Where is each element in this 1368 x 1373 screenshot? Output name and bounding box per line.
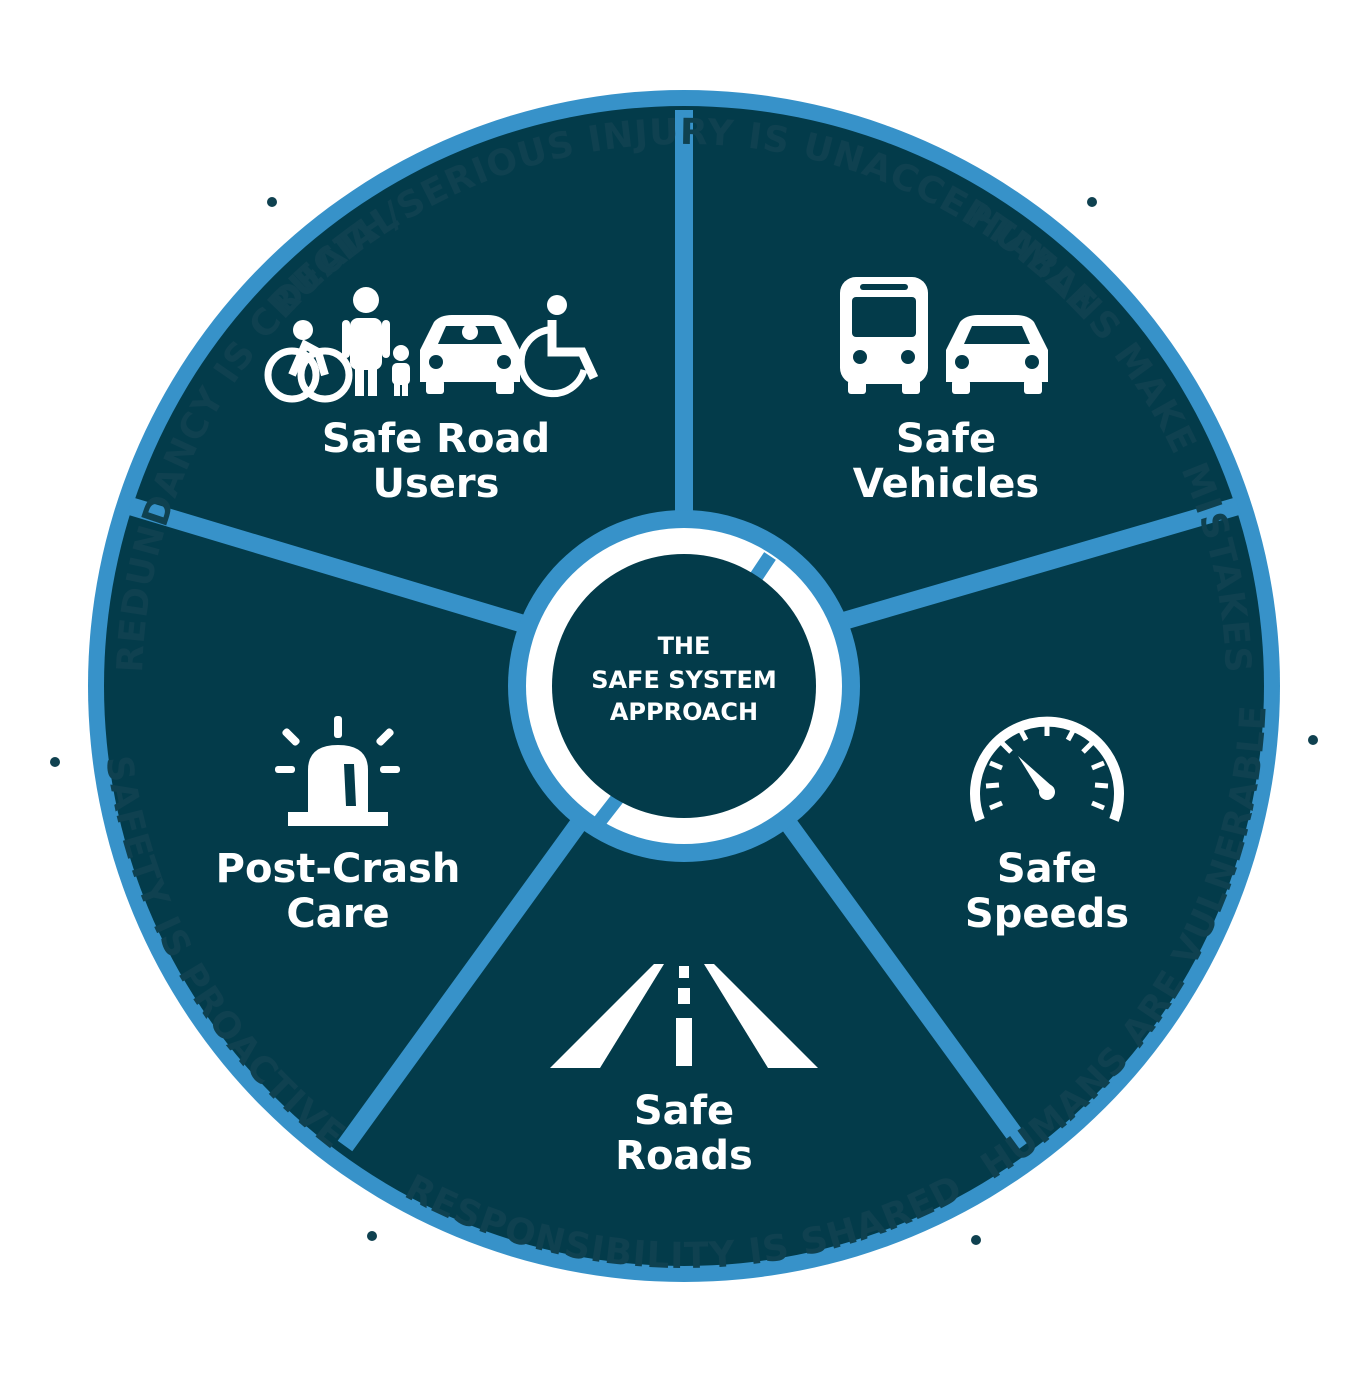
center-title-line1: THE <box>658 632 711 660</box>
segment-title-line1: Safe <box>896 416 996 462</box>
road-users-icon <box>264 287 599 403</box>
segment-dividers <box>127 110 1241 1152</box>
segment-title-line1: Safe <box>634 1088 734 1134</box>
segment-title-line2: Roads <box>615 1133 753 1179</box>
segment-safe-roads: Safe Roads <box>550 964 818 1179</box>
road-icon <box>550 964 818 1068</box>
segment-title-line2: Care <box>286 891 389 937</box>
center-title-line3: APPROACH <box>610 698 758 726</box>
segment-title-line1: Safe Road <box>322 416 550 462</box>
speedometer-icon <box>970 716 1124 822</box>
segment-title-line1: Post-Crash <box>216 846 461 892</box>
segment-safe-vehicles: Safe Vehicles <box>840 277 1048 507</box>
center-hub-core <box>552 554 816 818</box>
segment-post-crash-care: Post-Crash Care <box>216 716 461 937</box>
segment-safe-road-users: Safe Road Users <box>264 287 599 507</box>
center-title-line2: SAFE SYSTEM <box>591 666 777 694</box>
segment-title-line2: Speeds <box>965 891 1129 937</box>
segment-title-line2: Vehicles <box>853 461 1039 507</box>
segment-title-line2: Users <box>373 461 500 507</box>
bus-car-icon <box>840 277 1048 394</box>
segment-title-line1: Safe <box>997 846 1097 892</box>
principle-separator-dots <box>50 197 1318 1245</box>
emergency-light-icon <box>275 716 400 826</box>
segment-safe-speeds: Safe Speeds <box>965 716 1129 937</box>
